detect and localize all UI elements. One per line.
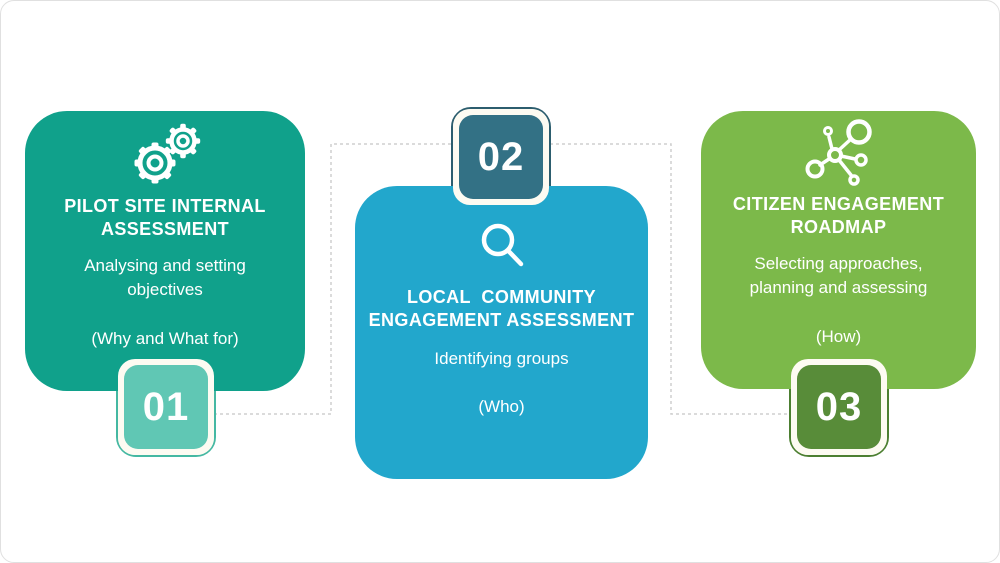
step1-card: PILOT SITE INTERNAL ASSESSMENT Analysing… (25, 111, 305, 391)
step3-badge-square: 03 (797, 365, 881, 449)
step3-subtitle: Selecting approaches, planning and asses… (749, 253, 928, 298)
step2-badge: 02 (453, 109, 549, 205)
step3-badge: 03 (791, 359, 887, 455)
step2-badge-number: 02 (477, 134, 525, 179)
step3-card: CITIZEN ENGAGEMENT ROADMAP Selecting app… (701, 111, 976, 389)
step2-badge-square: 02 (459, 115, 543, 199)
gears-icon (134, 123, 201, 184)
step1-subtitle: Analysing and setting objectives (84, 255, 246, 300)
step1-title: PILOT SITE INTERNAL ASSESSMENT (64, 196, 266, 240)
step2-card: LOCAL COMMUNITY ENGAGEMENT ASSESSMENT Id… (355, 186, 648, 479)
step2-subtitle: Identifying groups (434, 348, 569, 368)
step3-badge-number: 03 (815, 384, 863, 429)
network-icon (805, 119, 872, 186)
magnifier-icon (481, 223, 523, 267)
step1-badge: 01 (118, 359, 214, 455)
step1-badge-number: 01 (142, 384, 190, 429)
step1-note: (Why and What for) (91, 329, 239, 349)
step2-note: (Who) (478, 397, 525, 417)
step2-title: LOCAL COMMUNITY ENGAGEMENT ASSESSMENT (368, 287, 635, 331)
step3-note: (How) (815, 327, 862, 347)
step1-badge-square: 01 (124, 365, 208, 449)
step3-title: CITIZEN ENGAGEMENT ROADMAP (732, 194, 945, 238)
